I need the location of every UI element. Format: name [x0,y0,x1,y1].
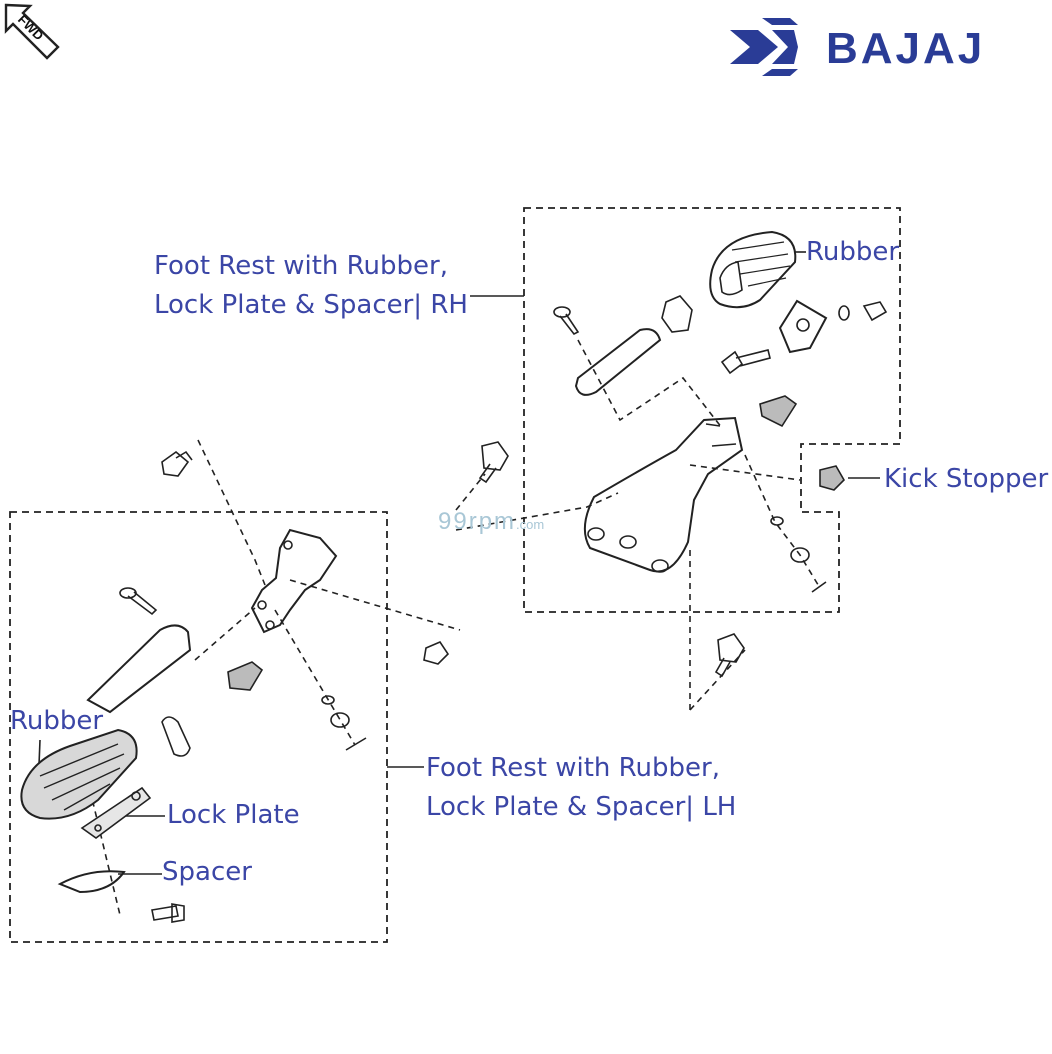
lh-cotter-pin [345,737,367,751]
rh-foot-peg-arm [574,328,662,396]
watermark-main: 99rpm [438,508,517,535]
fwd-arrow-icon [4,3,60,60]
rh-bolt [720,349,771,375]
lh-foot-peg-arm [86,624,192,714]
rh-assembly-label-line1: Foot Rest with Rubber, [154,251,448,281]
lh-bolt-right [423,641,450,665]
rh-rubber-grip [709,230,797,309]
lh-bolt-bottom [151,903,185,923]
lh-assembly-label-line2: Lock Plate & Spacer| LH [426,792,737,822]
rh-stop-block [759,395,798,428]
rh-washer [770,516,784,526]
rh-lock-plate [778,299,828,354]
lh-rubber-grip [20,728,138,820]
watermark-suffix: .com [516,517,545,532]
brand-name: BAJAJ [826,24,986,73]
watermark: 99rpm.com [438,508,544,536]
rh-assembly-label-line2: Lock Plate & Spacer| RH [154,290,468,320]
kick-stopper-label: Kick Stopper [884,464,1049,494]
lh-rubber-label: Rubber [10,706,104,736]
rh-rubber-label: Rubber [806,237,900,267]
rh-spacer [661,295,693,333]
lh-bolt-top [161,450,193,477]
lh-washer-2 [330,712,350,728]
lh-clevis-pin [119,587,158,616]
bajaj-logo-icon [730,18,798,76]
rh-mount-bolt-lower [714,633,745,678]
rh-mount-bolt-upper [478,441,509,484]
rh-bracket [583,416,744,573]
lh-washer [321,695,335,705]
lh-spacer-label: Spacer [162,857,252,887]
lh-stop-block [227,661,264,691]
rh-cotter-pin [811,581,827,593]
rh-washer-2 [790,547,810,563]
rh-small-nut [838,301,888,322]
lh-assembly-label-line1: Foot Rest with Rubber, [426,753,720,783]
rh-clevis-pin [553,306,580,336]
lh-group-box [9,511,388,943]
lh-lock-plate [80,786,152,839]
lh-bracket [250,528,338,634]
lh-lock-plate-label: Lock Plate [167,800,300,830]
lh-spacer-part [57,870,126,894]
lh-spacer-ring [161,716,191,757]
kick-stopper-part [819,465,845,491]
